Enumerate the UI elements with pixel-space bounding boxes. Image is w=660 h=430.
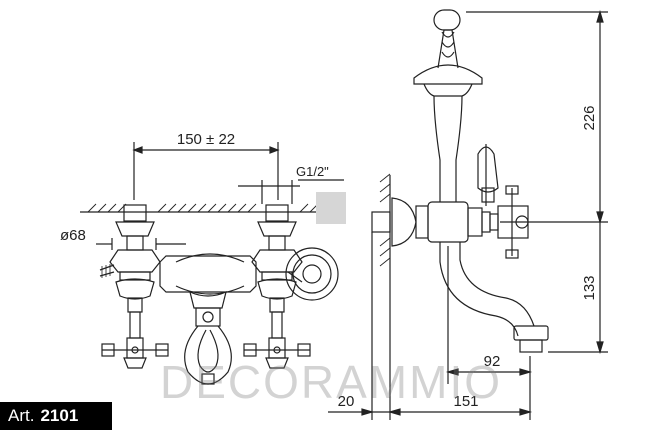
dim-total-depth-label: 151	[453, 393, 478, 410]
dim-height-lower-label: 133	[581, 275, 598, 300]
dim-thread-label: G1/2"	[296, 164, 329, 179]
article-prefix: Art.	[8, 406, 35, 425]
article-badge: Art. 2101	[0, 402, 112, 430]
dim-height-upper-label: 226	[581, 105, 598, 130]
dim-diameter-label: ø68	[60, 227, 86, 244]
watermark-text: DECORAMMIO	[160, 356, 502, 408]
dim-wall-offset-label: 20	[338, 393, 355, 410]
article-number: 2101	[40, 406, 79, 425]
front-view	[80, 142, 345, 385]
dim-spout-reach-label: 92	[484, 353, 501, 370]
dim-spacing-label: 150 ± 22	[177, 131, 235, 148]
logo-mark	[316, 192, 346, 224]
side-view	[328, 9, 608, 420]
